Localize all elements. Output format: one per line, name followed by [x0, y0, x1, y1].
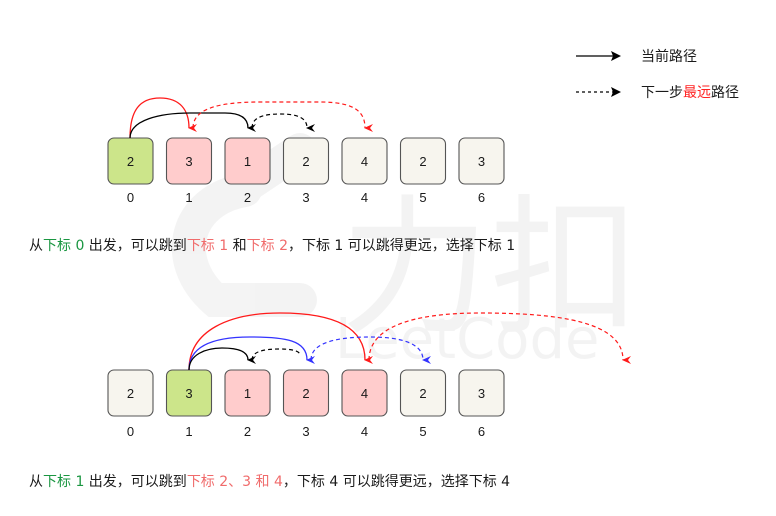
step1-arrow-0-to-2	[129, 112, 257, 139]
step2-caption-p2: 出发，可以跳到	[84, 474, 187, 490]
array-index: 5	[419, 424, 426, 439]
array-box-candidate	[341, 369, 388, 417]
array-index: 0	[127, 424, 134, 439]
step2-arrow-1-to-3	[188, 336, 316, 371]
array-value: 3	[478, 386, 485, 401]
step1-caption: 从下标 0 出发，可以跳到下标 1 和下标 2，下标 1 可以跳得更远，选择下标…	[29, 235, 515, 255]
step2-cell: 36	[458, 369, 505, 439]
step1-cell: 25	[399, 137, 447, 205]
array-index: 4	[361, 190, 368, 205]
array-index: 1	[185, 424, 192, 439]
array-box-normal	[458, 369, 505, 417]
array-box-normal	[341, 137, 388, 185]
legend-next-prefix: 下一步	[641, 85, 683, 101]
array-index: 6	[478, 424, 485, 439]
array-box-normal	[458, 137, 505, 185]
step1-dashed-arrow-1-to-4	[192, 101, 374, 132]
step2-dashed-arrow-2-to-3	[251, 348, 301, 361]
array-index: 3	[302, 190, 309, 205]
array-box-candidate	[282, 369, 330, 417]
step2-arrow-1-to-2	[188, 347, 257, 371]
legend-next-highlight: 最远	[683, 85, 711, 101]
array-value: 2	[127, 386, 134, 401]
array-value: 2	[302, 154, 309, 169]
step1-cell: 36	[458, 137, 505, 205]
array-value: 2	[419, 386, 426, 401]
step2-caption-candidates: 下标 2、3 和 4	[186, 474, 283, 490]
watermark-logo-text: 力扣	[340, 182, 640, 356]
watermark-sub-text: LeetCode	[335, 307, 599, 372]
array-index: 6	[478, 190, 485, 205]
step1-cell: 23	[282, 137, 330, 205]
step1-cell: 44	[341, 137, 388, 205]
step2-caption-p1: 从	[29, 474, 43, 490]
step1-cell: 20	[107, 137, 154, 205]
step2-arrows	[188, 312, 632, 371]
step1-caption-p4: ，下标 1 可以跳得更远，选择下标 1	[287, 238, 516, 254]
array-value: 3	[185, 386, 192, 401]
step1-caption-p3: 和	[228, 238, 247, 254]
array-index: 5	[419, 190, 426, 205]
array-box-candidate	[224, 369, 271, 417]
step2-cell: 23	[282, 369, 330, 439]
array-index: 0	[127, 190, 134, 205]
legend-next-suffix: 路径	[711, 85, 739, 101]
step2-arrow-1-to-4	[188, 312, 374, 371]
legend-next-path-label: 下一步最远路径	[641, 85, 739, 101]
array-index: 2	[244, 190, 251, 205]
step1-caption-p2: 出发，可以跳到	[84, 238, 187, 254]
legend-solid-arrow-icon	[611, 51, 621, 61]
step1-arrow-0-to-1	[129, 97, 198, 139]
step1-caption-candidate-1: 下标 1	[186, 238, 229, 254]
step2-dashed-arrow-4-to-8	[368, 312, 632, 364]
array-box-normal	[399, 137, 447, 185]
array-value: 2	[302, 386, 309, 401]
array-box-candidate	[224, 137, 271, 185]
step2-caption: 从下标 1 出发，可以跳到下标 2、3 和 4，下标 4 可以跳得更远，选择下标…	[29, 471, 510, 491]
array-value: 2	[127, 154, 134, 169]
array-value: 1	[244, 386, 251, 401]
legend: 当前路径 下一步最远路径	[576, 48, 739, 101]
array-index: 1	[185, 190, 192, 205]
array-index: 4	[361, 424, 368, 439]
array-box-normal	[399, 369, 447, 417]
step2-caption-p4: ，下标 4 可以跳得更远，选择下标 4	[282, 474, 511, 490]
array-value: 3	[478, 154, 485, 169]
array-value: 3	[185, 154, 192, 169]
array-value: 1	[244, 154, 251, 169]
step1-caption-start-index: 下标 0	[43, 238, 85, 254]
step1-cell: 12	[224, 137, 271, 205]
legend-dashed-arrow-icon	[611, 87, 621, 97]
step2-cell: 31	[165, 369, 213, 439]
step1-caption-p1: 从	[29, 238, 43, 254]
step1-arrows	[129, 97, 374, 139]
array-index: 2	[244, 424, 251, 439]
array-value: 4	[361, 154, 368, 169]
array-value: 2	[419, 154, 426, 169]
step2-cell: 20	[107, 369, 154, 439]
legend-current-path-label: 当前路径	[641, 48, 697, 65]
array-index: 3	[302, 424, 309, 439]
array-value: 4	[361, 386, 368, 401]
step2-cell: 25	[399, 369, 447, 439]
array-box-candidate	[165, 137, 213, 185]
step2-cell: 12	[224, 369, 271, 439]
array-box-normal	[282, 137, 330, 185]
step2-cell: 44	[341, 369, 388, 439]
step1-caption-candidate-2: 下标 2	[246, 238, 288, 254]
step1-cell: 31	[165, 137, 213, 205]
step2-dashed-arrow-3-to-5	[310, 336, 432, 364]
array-box-normal	[107, 369, 154, 417]
step2-caption-start-index: 下标 1	[43, 474, 85, 490]
step1-dashed-arrow-2-to-3	[251, 113, 316, 132]
